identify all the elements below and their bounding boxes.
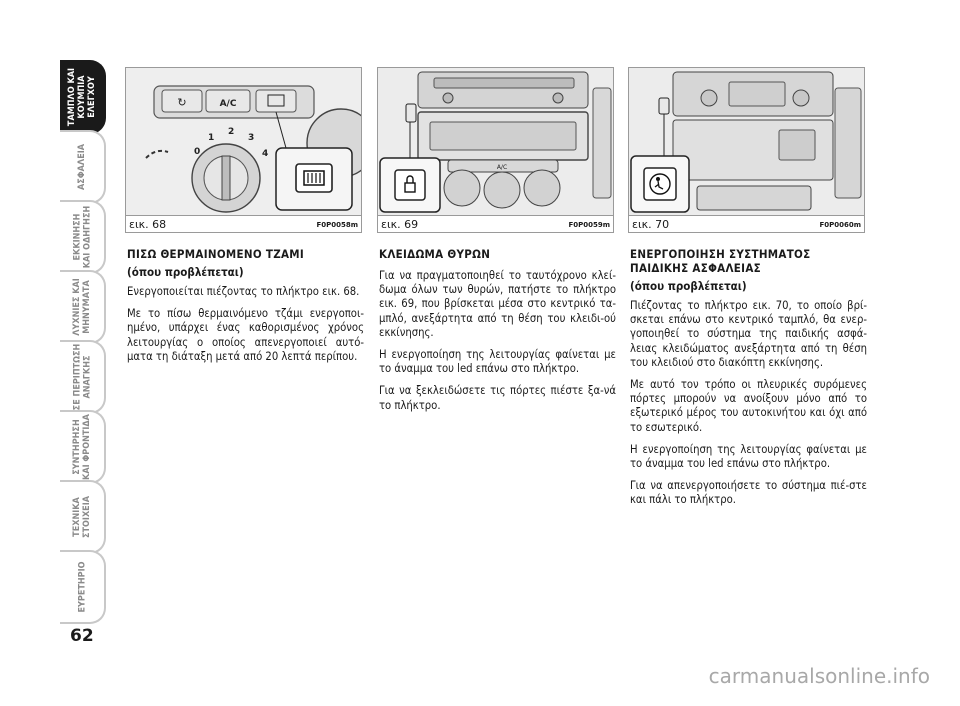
figure-code: F0P0060m (819, 221, 861, 229)
dial-mark-2: 2 (228, 127, 234, 137)
tab-index[interactable]: ΕΥΡΕΤΗΡΙΟ (60, 550, 106, 624)
dial-mark-1: 1 (208, 133, 214, 143)
paragraph: Για να πραγματοποιηθεί το ταυτόχρονο κλε… (379, 269, 616, 339)
figure-code: F0P0059m (568, 221, 610, 229)
figure-69: A/C εικ. 69 F0P0059m (377, 67, 614, 233)
tab-label: ΑΣΦΑΛΕΙΑ (77, 143, 87, 191)
section-door-locking: ΚΛΕΙΔΩΜΑ ΘΥΡΩΝ Για να πραγματοποιηθεί το… (379, 247, 616, 421)
paragraph: Για να απενεργοποιήσετε το σύστημα πιέ-σ… (630, 479, 867, 507)
section-heading: ΕΝΕΡΓΟΠΟΙΗΣΗ ΣΥΣΤΗΜΑΤΟΣ ΠΑΙΔΙΚΗΣ ΑΣΦΑΛΕΙ… (630, 247, 811, 275)
tab-emergency[interactable]: ΣΕ ΠΕΡΙΠΤΩΣΗ ΑΝΑΓΚΗΣ (60, 340, 106, 414)
dial-mark-3: 3 (248, 133, 254, 143)
tab-maintenance[interactable]: ΣΥΝΤΗΡΗΣΗ ΚΑΙ ΦΡΟΝΤΙΔΑ (60, 410, 106, 484)
ac-button-label: A/C (497, 164, 507, 171)
tab-dashboard-controls[interactable]: ΤΑΜΠΛΟ ΚΑΙ ΚΟΥΜΠΙΑ ΕΛΕΓΧΟΥ (60, 60, 106, 134)
paragraph: Ενεργοποιείται πιέζοντας το πλήκτρο εικ.… (127, 285, 360, 298)
section-heading: ΠΙΣΩ ΘΕΡΜΑΙΝΟΜΕΝΟ ΤΖΑΜΙ (127, 247, 305, 261)
figure-label: εικ. 70 (632, 218, 670, 231)
figure-70: εικ. 70 F0P0060m (628, 67, 865, 233)
tab-label: ΕΥΡΕΤΗΡΙΟ (77, 561, 87, 613)
paragraph: Με αυτό τον τρόπο οι πλευρικές συρόμενες… (630, 378, 867, 434)
figure-caption: εικ. 70 F0P0060m (629, 215, 864, 232)
paragraph: Για να ξεκλειδώσετε τις πόρτες πιέστε ξα… (379, 384, 616, 412)
tab-label: ΣΕ ΠΕΡΙΠΤΩΣΗ ΑΝΑΓΚΗΣ (72, 343, 93, 411)
figure-label: εικ. 69 (381, 218, 419, 231)
rear-window-heater-illustration: ↻ A/C 0 1 2 3 4 (126, 68, 361, 216)
paragraph: Η ενεργοποίηση της λειτουργίας φαίνεται … (379, 348, 616, 376)
tab-label: ΣΥΝΤΗΡΗΣΗ ΚΑΙ ΦΡΟΝΤΙΔΑ (72, 414, 93, 480)
ac-button-label: A/C (220, 99, 237, 109)
section-subheading: (όπου προβλέπεται) (630, 279, 747, 293)
chapter-sidebar: ΤΑΜΠΛΟ ΚΑΙ ΚΟΥΜΠΙΑ ΕΛΕΓΧΟΥ ΑΣΦΑΛΕΙΑ ΕΚΚΙ… (60, 60, 106, 624)
tab-label: ΤΑΜΠΛΟ ΚΑΙ ΚΟΥΜΠΙΑ ΕΛΕΓΧΟΥ (67, 67, 97, 127)
figure-caption: εικ. 68 F0P0058m (126, 215, 361, 232)
tab-technical-data[interactable]: ΤΕΧΝΙΚΑ ΣΤΟΙΧΕΙΑ (60, 480, 106, 554)
watermark: carmanualsonline.info (708, 664, 930, 688)
dial-mark-0: 0 (194, 147, 200, 157)
figure-68: ↻ A/C 0 1 2 3 4 εικ. 68 F0P0058m (125, 67, 362, 233)
figure-code: F0P0058m (316, 221, 358, 229)
child-lock-illustration (629, 68, 864, 216)
tab-warning-lights[interactable]: ΛΥΧΝΙΕΣ ΚΑΙ ΜΗΝΥΜΑΤΑ (60, 270, 106, 344)
paragraph: Με το πίσω θερμαινόμενο τζάμι ενεργοποι-… (127, 307, 364, 363)
tab-label: ΛΥΧΝΙΕΣ ΚΑΙ ΜΗΝΥΜΑΤΑ (72, 278, 93, 336)
tab-label: ΕΚΚΙΝΗΣΗ ΚΑΙ ΟΔΗΓΗΣΗ (72, 205, 93, 269)
tab-label: ΤΕΧΝΙΚΑ ΣΤΟΙΧΕΙΑ (71, 495, 92, 539)
section-subheading: (όπου προβλέπεται) (127, 265, 244, 279)
dial-mark-4: 4 (262, 149, 268, 159)
figure-caption: εικ. 69 F0P0059m (378, 215, 613, 232)
paragraph: Η ενεργοποίηση της λειτουργίας φαίνεται … (630, 442, 867, 471)
tab-starting-driving[interactable]: ΕΚΚΙΝΗΣΗ ΚΑΙ ΟΔΗΓΗΣΗ (60, 200, 106, 274)
figure-label: εικ. 68 (129, 218, 167, 231)
page-number: 62 (70, 626, 94, 646)
svg-text:↻: ↻ (177, 96, 186, 109)
paragraph: Πιέζοντας το πλήκτρο εικ. 70, το οποίο β… (630, 299, 867, 369)
tab-safety[interactable]: ΑΣΦΑΛΕΙΑ (60, 130, 106, 204)
section-rear-window-heater: ΠΙΣΩ ΘΕΡΜΑΙΝΟΜΕΝΟ ΤΖΑΜΙ (όπου προβλέπετα… (127, 247, 364, 372)
section-heading: ΚΛΕΙΔΩΜΑ ΘΥΡΩΝ (379, 247, 491, 261)
door-lock-illustration: A/C (378, 68, 613, 216)
section-child-safety-lock: ΕΝΕΡΓΟΠΟΙΗΣΗ ΣΥΣΤΗΜΑΤΟΣ ΠΑΙΔΙΚΗΣ ΑΣΦΑΛΕΙ… (630, 247, 867, 516)
